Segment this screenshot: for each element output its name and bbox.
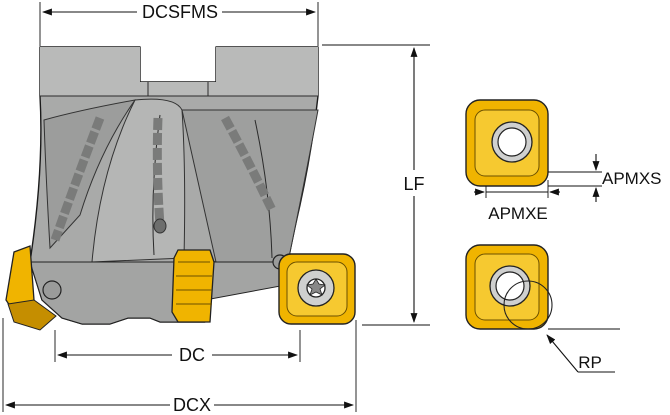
- dc-label: DC: [179, 345, 205, 365]
- insert-detail-bottom: [465, 244, 553, 330]
- dimension-apmxe: APMXE: [474, 180, 560, 223]
- coolant-channel-center: [152, 117, 165, 226]
- apmxs-label: APMXS: [602, 169, 662, 188]
- insert-detail-top: [465, 99, 549, 187]
- lf-label: LF: [403, 174, 424, 194]
- apmxe-label: APMXE: [488, 204, 548, 223]
- dimension-apmxs: APMXS: [548, 154, 662, 202]
- dimension-dcsfms: DCSFMS: [39, 2, 319, 46]
- dimension-rp: RP: [546, 328, 620, 373]
- cutter-body: [29, 46, 319, 325]
- corner-radius-circle: [503, 280, 553, 330]
- rp-label: RP: [578, 353, 602, 372]
- torx-screw-icon: [306, 278, 326, 296]
- screw-hole-left: [42, 280, 62, 300]
- coolant-channel-right: [221, 115, 277, 212]
- dcsfms-label: DCSFMS: [142, 2, 218, 22]
- cutter-lower-band: [29, 261, 289, 325]
- cutter-top-face: [40, 47, 318, 96]
- dcx-label: DCX: [173, 395, 211, 415]
- dimension-lf: LF: [322, 44, 430, 326]
- dimension-dcx: DCX: [2, 318, 357, 415]
- insert-center: [171, 249, 215, 323]
- insert-left: [5, 245, 57, 331]
- insert-right: [278, 253, 356, 325]
- coolant-channel-left: [50, 116, 105, 242]
- coolant-outlet: [153, 218, 167, 234]
- dimension-dc: DC: [54, 330, 301, 365]
